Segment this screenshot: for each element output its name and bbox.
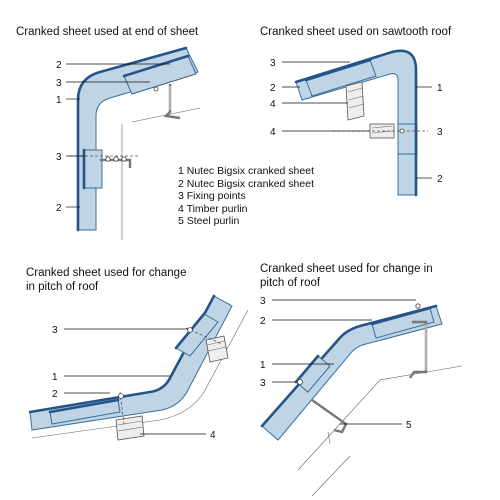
d2-flashing	[397, 123, 417, 155]
d2-callout-3-top: 3	[270, 58, 276, 69]
d2-callout-1: 1	[437, 83, 443, 94]
d3-fixing-bolts	[118, 327, 223, 425]
title-pitch-change-steel: Cranked sheet used for change in pitch o…	[260, 262, 433, 290]
legend-item-fixing-points: 3 Fixing points	[178, 190, 246, 202]
d4-callout-3-top: 3	[260, 296, 266, 307]
d4-sheet-edge	[260, 304, 438, 428]
d3-timber-purlin-lower	[115, 415, 145, 441]
d3-callout-4: 4	[210, 430, 216, 441]
d1-callout-3-top: 3	[56, 78, 62, 89]
title-pitch-change-steel-line1: Cranked sheet used for change in	[260, 263, 433, 275]
d1-callout-2-bottom: 2	[56, 203, 62, 214]
d1-purlin-line	[131, 107, 201, 123]
d1-upper-sheet-hidden	[131, 73, 197, 95]
d2-callout-4-top: 4	[270, 99, 276, 110]
d4-steel-purlin-lower	[311, 399, 348, 434]
d4-callout-3-bottom: 3	[260, 378, 266, 389]
d3-lower-sheet-edge	[48, 398, 120, 414]
d2-fixing-bolt	[399, 128, 405, 134]
d2-callout-4-bottom: 4	[270, 127, 276, 138]
legend-item-timber-purlin: 4 Timber purlin	[178, 202, 248, 215]
d4-rafter-line	[297, 365, 463, 471]
d2-callout-3-right: 3	[437, 127, 443, 138]
legend: 1 Nutec Bigsix cranked sheet 2 Nutec Big…	[178, 165, 314, 228]
diagram-pitch-change-timber: 3 1 2 4	[28, 294, 249, 441]
legend-item-cranked-sheet-1: 1 Nutec Bigsix cranked sheet	[178, 165, 314, 177]
d4-lower-sheet-edge	[294, 354, 320, 384]
d2-upper-sheet-edge	[304, 58, 372, 82]
d3-callout-1: 1	[52, 372, 58, 383]
d4-callout-5: 5	[406, 420, 412, 431]
title-pitch-change-timber-line1: Cranked sheet used for change	[26, 267, 187, 279]
d3-sheet-edge	[28, 294, 216, 414]
d3-rafter-line	[31, 309, 249, 439]
d4-callout-1: 1	[260, 360, 266, 371]
d4-callout-2: 2	[260, 316, 266, 327]
d3-timber-purlin-upper	[205, 335, 229, 363]
d1-fixing-bolts	[105, 86, 159, 162]
d4-steel-purlin-upper	[409, 320, 428, 379]
title-pitch-change-timber: Cranked sheet used for change in pitch o…	[26, 266, 186, 294]
d4-wall-line	[311, 455, 351, 497]
d1-upper-sheet-edge	[122, 54, 190, 78]
diagram-pitch-change-steel: 3 2 1 3 5	[260, 296, 463, 497]
d3-callout-2: 2	[52, 389, 58, 400]
d1-callout-3-bottom: 3	[56, 152, 62, 163]
d4-upper-sheet-edge	[370, 306, 432, 326]
title-pitch-change-timber-line2: in pitch of roof	[26, 281, 99, 293]
diagram-sawtooth-roof: 3 2 4 1 4 3 2	[270, 49, 443, 197]
legend-item-steel-purlin: 5 Steel purlin	[178, 215, 240, 227]
d3-callout-3: 3	[52, 325, 58, 336]
d1-bracket	[163, 84, 181, 120]
d2-callout-2-bottom: 2	[437, 174, 443, 185]
title-end-of-sheet: Cranked sheet used at end of sheet	[16, 26, 199, 38]
d4-fixing-bolts	[296, 303, 421, 385]
d1-callout-2-top: 2	[56, 60, 62, 71]
legend-item-cranked-sheet-2: 2 Nutec Bigsix cranked sheet	[178, 177, 314, 190]
title-pitch-change-steel-line2: pitch of roof	[260, 277, 321, 289]
diagram-end-of-sheet: 2 3 1 3 2	[56, 46, 201, 240]
d1-callout-1: 1	[56, 95, 62, 106]
title-sawtooth-roof: Cranked sheet used on sawtooth roof	[260, 26, 452, 38]
d2-sheet-edge	[294, 49, 418, 197]
d4-purlin-foot	[327, 431, 331, 445]
d2-callout-2-top: 2	[270, 83, 276, 94]
d2-timber-purlin-upper	[345, 81, 365, 121]
